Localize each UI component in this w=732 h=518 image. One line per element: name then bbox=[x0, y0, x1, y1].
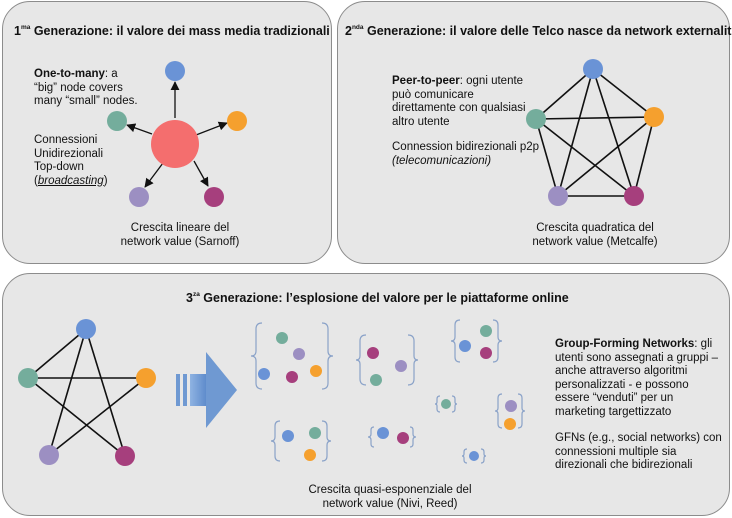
broadcast-edge-bottom-left bbox=[144, 162, 164, 188]
brace-right bbox=[492, 319, 503, 363]
brace-left bbox=[270, 420, 281, 462]
brace-right bbox=[321, 420, 332, 462]
panel3-title: 3za Generazione: l’esplosione del valore… bbox=[186, 291, 569, 305]
panel1-growth-text: Crescita lineare del network value (Sarn… bbox=[120, 222, 240, 248]
gfn-node-orange bbox=[136, 368, 156, 388]
node-orange bbox=[227, 111, 247, 131]
group-dots bbox=[258, 325, 517, 461]
p2p-node-magenta bbox=[624, 186, 644, 206]
node-blue bbox=[165, 61, 185, 81]
node-magenta bbox=[204, 187, 224, 207]
groups-cluster bbox=[250, 319, 526, 464]
gfn-network-diagram bbox=[18, 319, 156, 466]
gfn-node-teal bbox=[18, 368, 38, 388]
brace-right bbox=[321, 322, 334, 390]
broadcast-edge-right bbox=[195, 121, 228, 136]
panel2-title: 2nda Generazione: il valore delle Telco … bbox=[345, 24, 732, 38]
broadcast-edge-left bbox=[126, 123, 153, 135]
p2p-node-teal bbox=[526, 109, 546, 129]
brace-left bbox=[355, 334, 367, 386]
panel2-growth-text: Crescita quadratica del network value (M… bbox=[532, 222, 658, 248]
broadcast-edge-bottom-right bbox=[193, 160, 209, 187]
p2p-node-purple bbox=[548, 186, 568, 206]
gfn-node-purple bbox=[39, 445, 59, 465]
p2p-node-orange bbox=[644, 107, 664, 127]
panel2-connessioni-text: Connession bidirezionali p2p (telecomuni… bbox=[392, 141, 540, 167]
brace-right bbox=[407, 334, 419, 386]
big-arrow-icon bbox=[176, 352, 237, 428]
panel1-title: 1ma Generazione: il valore dei mass medi… bbox=[14, 24, 330, 38]
panel-second-generation bbox=[337, 1, 730, 264]
brace-left bbox=[367, 426, 375, 448]
brace-right bbox=[451, 395, 458, 413]
node-purple bbox=[129, 187, 149, 207]
gfn-social-text: GFNs (e.g., social networks) con conness… bbox=[555, 432, 722, 471]
gfn-node-magenta bbox=[115, 446, 135, 466]
broadcast-diagram bbox=[107, 61, 247, 207]
panel3-growth-text: Crescita quasi-esponenziale del network … bbox=[308, 484, 472, 510]
connessioni-text: Connessioni Unidirezionali Top-down (bro… bbox=[34, 134, 108, 187]
peer-to-peer-text: Peer-to-peer: ogni utente può comunicare… bbox=[392, 75, 526, 128]
brace-left bbox=[434, 395, 441, 413]
brace-left bbox=[494, 393, 503, 429]
brace-left bbox=[250, 322, 263, 390]
node-teal bbox=[107, 111, 127, 131]
one-to-many-text: One-to-many: a “big” node covers many “s… bbox=[34, 68, 138, 107]
brace-left bbox=[461, 448, 468, 464]
brace-right bbox=[517, 393, 526, 429]
big-node bbox=[151, 120, 199, 168]
gfn-node-blue bbox=[76, 319, 96, 339]
brace-right bbox=[409, 426, 417, 448]
p2p-diagram bbox=[526, 59, 664, 206]
brace-right bbox=[480, 448, 487, 464]
gfn-text: Group-Forming Networks: gli utenti sono … bbox=[555, 338, 719, 418]
panel-third-generation bbox=[2, 273, 730, 516]
p2p-node-blue bbox=[583, 59, 603, 79]
brace-left bbox=[450, 319, 461, 363]
